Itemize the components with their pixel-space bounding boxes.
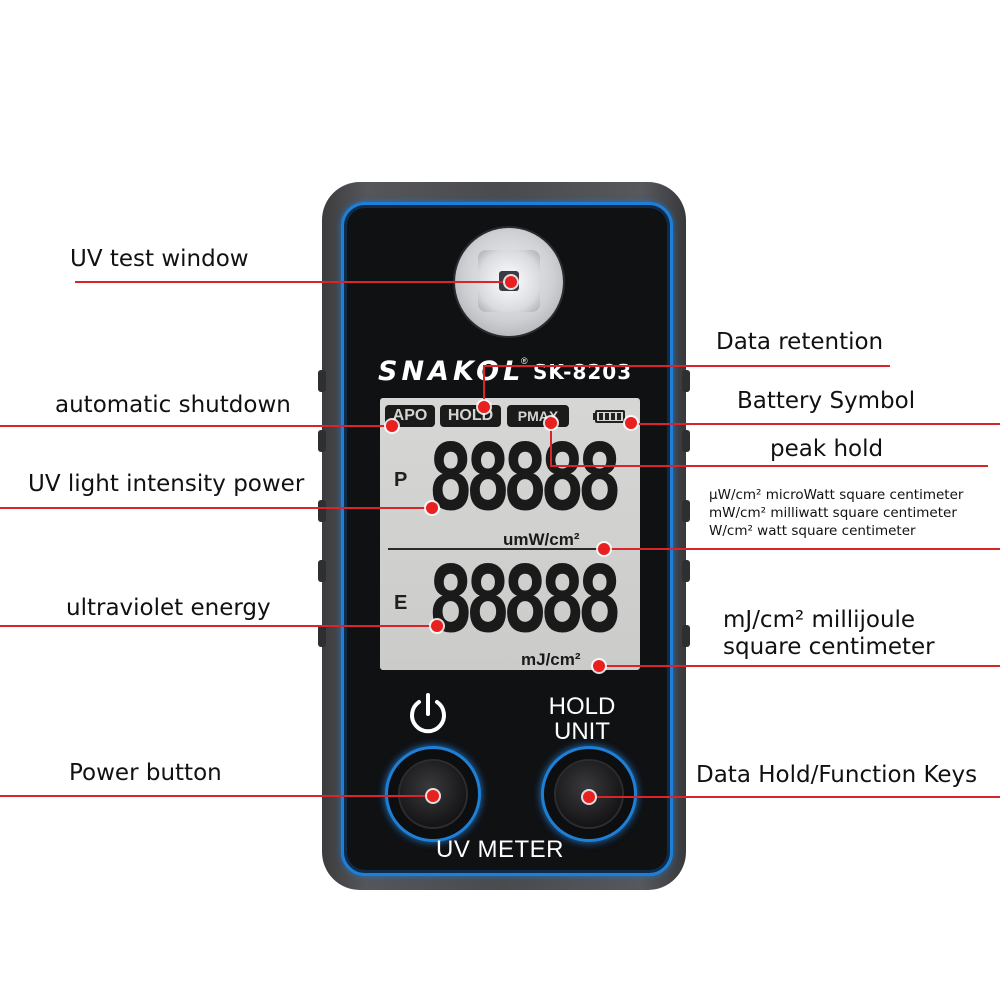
side-grip [682,500,690,522]
marker-hold-button [583,791,595,803]
callout-uv-light-intensity: UV light intensity power [28,471,305,497]
side-grip [682,625,690,647]
uv-meter-label: UV METER [436,836,565,863]
leader-battery [628,423,1000,425]
brand-logo: SNAKOL [378,356,525,387]
marker-uv-window [505,276,517,288]
leader-auto-shutdown [0,425,392,427]
side-grip [318,430,326,452]
callout-automatic-shutdown: automatic shutdown [55,392,291,418]
hold-unit-label: HOLD UNIT [540,694,624,744]
energy-row-letter: E [394,592,408,614]
marker-battery [625,417,637,429]
leader-uv-energy [0,625,437,627]
side-grip [682,560,690,582]
callout-power-button: Power button [69,760,222,786]
leader-data-retention [484,365,890,367]
lcd-display [380,398,640,670]
apo-indicator: APO [385,405,435,427]
side-grip [682,430,690,452]
callout-data-retention: Data retention [716,329,884,355]
unit-milliwatt: mW/cm² milliwatt square centimeter [709,505,957,521]
battery-icon-tip [593,413,596,420]
callout-battery-symbol: Battery Symbol [737,388,916,414]
marker-hold-indicator [478,401,490,413]
callout-peak-hold: peak hold [770,436,884,462]
callout-uv-test-window: UV test window [70,246,249,272]
unit-watt: W/cm² watt square centimeter [709,523,916,539]
energy-reading: 88888 [428,546,622,653]
marker-power-reading [426,502,438,514]
leader-energy-units [599,665,1000,667]
leader-power-units [604,548,1000,550]
side-grip [682,370,690,392]
marker-power-button [427,790,439,802]
callout-energy-units: mJ/cm² millijoule square centimeter [723,607,935,661]
marker-pmax-indicator [545,417,557,429]
side-grip [318,500,326,522]
power-reading: 88888 [428,424,622,531]
hold-label: HOLD [548,693,616,720]
marker-power-unit [598,543,610,555]
leader-power-button [0,795,433,797]
unit-square-centimeter: square centimeter [723,634,935,660]
leader-hold-button [589,796,1000,798]
callout-ultraviolet-energy: ultraviolet energy [66,595,271,621]
callout-power-units: μW/cm² microWatt square centimeter mW/cm… [709,486,963,540]
callout-data-hold-keys: Data Hold/Function Keys [696,762,978,788]
registered-mark: ® [521,356,528,366]
marker-apo-indicator [386,420,398,432]
marker-energy-unit [593,660,605,672]
leader-peak-hold-vertical [550,423,552,466]
side-grip [318,370,326,392]
marker-energy-reading [431,620,443,632]
battery-icon [595,410,625,423]
power-row-letter: P [394,469,408,491]
leader-uv-window [75,281,511,283]
model-number: SK-8203 [533,360,633,384]
power-unit: umW/cm² [503,530,580,549]
unit-label: UNIT [554,718,610,745]
unit-microwatt: μW/cm² microWatt square centimeter [709,487,964,503]
leader-uv-power [0,507,432,509]
unit-millijoule: mJ/cm² millijoule [723,607,916,633]
energy-unit: mJ/cm² [521,650,581,669]
lcd-divider [388,548,634,550]
leader-data-retention-vertical [483,365,485,407]
side-grip [318,560,326,582]
leader-peak-hold [550,465,988,467]
power-icon [410,693,446,734]
side-grip [318,625,326,647]
